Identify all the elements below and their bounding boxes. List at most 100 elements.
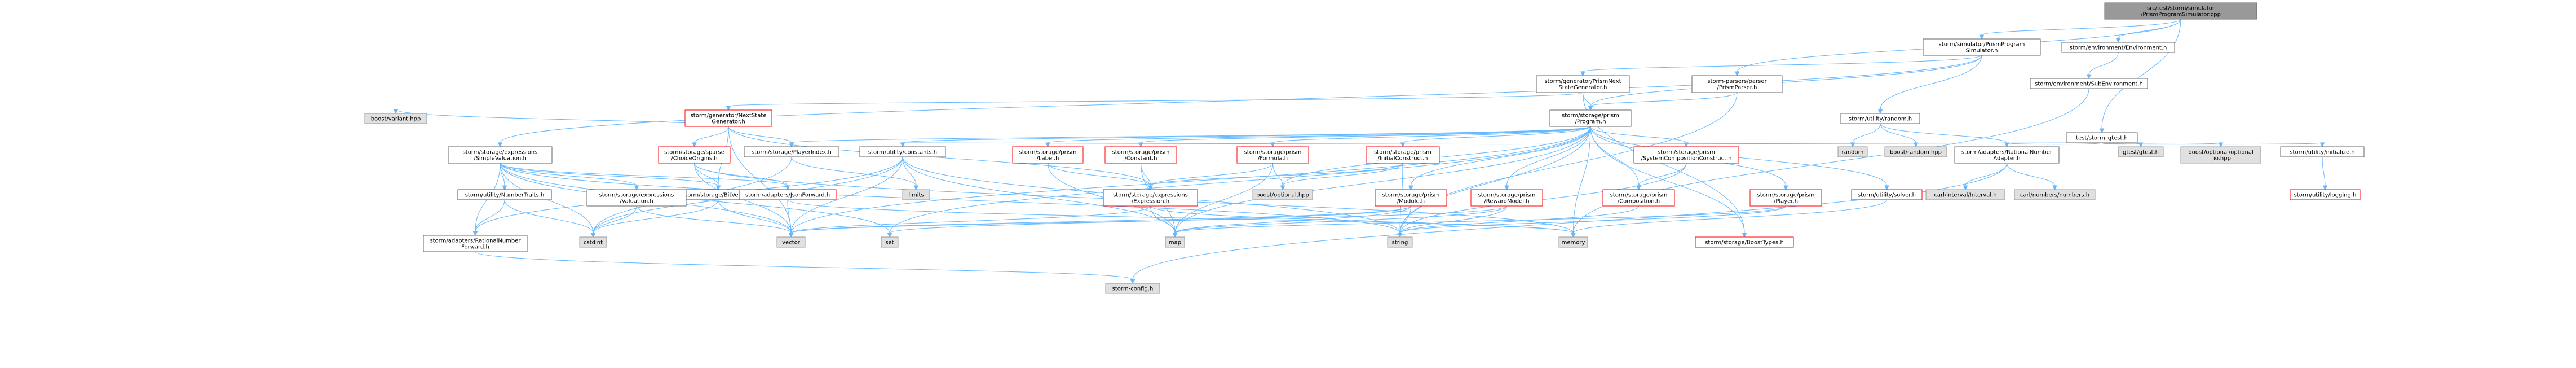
edge-initconstruct-to-boostoptional: [1280, 163, 1403, 191]
edge-pparser-to-program: [1588, 92, 1738, 111]
node-label: storm/adapters/JsonForward.h: [745, 192, 830, 199]
node-label: storm/utility/NumberTraits.h: [465, 192, 545, 199]
node-box: [1691, 75, 1783, 93]
node-label: cstdint: [584, 240, 603, 246]
edge-syscomp-to-composition: [1636, 163, 1687, 191]
node-label: string: [1392, 240, 1408, 246]
node-label: storm/storage/BoostTypes.h: [1705, 240, 1784, 246]
node-box: [2061, 42, 2175, 53]
edge-choiceorigins-to-jsonfwd: [694, 163, 790, 191]
edge-sim-to-simpleval: [497, 55, 1982, 148]
node-box: [457, 189, 552, 200]
node-box: [684, 109, 772, 127]
node-numtraits[interactable]: storm/utility/NumberTraits.h: [457, 189, 552, 200]
edge-program-to-constants: [900, 126, 1591, 148]
edge-expression-to-map: [1150, 205, 1178, 238]
edge-initialize-to-logging: [2322, 156, 2328, 191]
edge-gtest-to-initialize: [2101, 142, 2325, 148]
node-random[interactable]: storm/utility/random.h: [1840, 113, 1920, 124]
node-label: gtest/gtest.h: [2123, 150, 2159, 156]
node-jsonfwd[interactable]: storm/adapters/JsonForward.h: [739, 189, 837, 200]
node-box: [364, 113, 427, 124]
node-box: [776, 236, 806, 248]
node-syscomp[interactable]: storm/storage/prism/SystemCompositionCon…: [1633, 146, 1739, 164]
node-box: [1633, 146, 1739, 164]
node-box: [2180, 146, 2261, 164]
node-label: storm/storage/prism: [1374, 150, 1431, 156]
node-label: boost/optional.hpp: [1256, 192, 1309, 199]
node-box: [1923, 38, 2041, 56]
node-label: /Composition.h: [1618, 199, 1660, 205]
node-pconstant[interactable]: storm/storage/prism/Constant.h: [1104, 146, 1177, 164]
node-label: storm/generator/NextState: [691, 113, 767, 119]
edge-root-to-gtest: [2099, 19, 2181, 134]
node-initialize[interactable]: storm/utility/initialize.h: [2280, 146, 2365, 157]
node-player[interactable]: storm/storage/prism/Player.h: [1749, 189, 1822, 207]
node-label[interactable]: storm/storage/prism/Label.h: [1012, 146, 1084, 164]
node-label: storm/storage/prism: [1478, 192, 1536, 199]
edge-sim-to-pnsg: [1580, 55, 1982, 77]
edge-gtest-to-ratadapter: [2004, 142, 2102, 148]
node-label: carl/interval/Interval.h: [1934, 192, 1996, 199]
node-solver[interactable]: storm/utility/solver.h: [1851, 189, 1923, 200]
node-composition[interactable]: storm/storage/prism/Composition.h: [1602, 189, 1675, 207]
node-label: vector: [782, 240, 801, 246]
node-choiceorigins[interactable]: storm/storage/sparse/ChoiceOrigins.h: [658, 146, 731, 164]
node-initconstruct[interactable]: storm/storage/prism/InitialConstruct.h: [1366, 146, 1440, 164]
edge-choiceorigins-to-bitvector: [694, 163, 721, 191]
node-simpleval[interactable]: storm/storage/expressions/SimpleValuatio…: [448, 146, 553, 164]
node-root: src/test/storm/simulator/PrismProgramSim…: [2104, 2, 2257, 20]
node-rewardmodel[interactable]: storm/storage/prism/RewardModel.h: [1470, 189, 1543, 207]
node-set: set: [881, 236, 899, 248]
node-label: storm/utility/logging.h: [2294, 192, 2357, 199]
node-label: boost/variant.hpp: [371, 116, 421, 122]
edge-composition-to-string: [1397, 205, 1639, 238]
node-constants[interactable]: storm/utility/constants.h: [859, 146, 946, 157]
node-box: [579, 236, 607, 248]
node-cstdint: cstdint: [579, 236, 607, 248]
node-label: storm/storage/expressions: [599, 192, 674, 199]
node-gtest[interactable]: test/storm_gtest.h: [2066, 132, 2138, 143]
node-logging[interactable]: storm/utility/logging.h: [2290, 189, 2361, 200]
node-label: storm/storage/prism: [1382, 192, 1440, 199]
node-label: storm/storage/prism: [1019, 150, 1077, 156]
node-box: [2014, 189, 2096, 200]
node-box: [1536, 75, 1630, 93]
node-label: storm/environment/Environment.h: [2070, 45, 2167, 51]
node-bvariant: boost/variant.hpp: [364, 113, 427, 124]
edge-gtest-to-constants: [900, 142, 2102, 148]
node-formula[interactable]: storm/storage/prism/Formula.h: [1236, 146, 1309, 164]
edge-program-to-module: [1408, 126, 1591, 191]
node-valuation[interactable]: storm/storage/expressions/Valuation.h: [586, 189, 687, 207]
edge-program-to-label: [1045, 126, 1591, 148]
node-label: storm/utility/constants.h: [868, 150, 937, 156]
node-sim[interactable]: storm/simulator/PrismProgramSimulator.h: [1923, 38, 2041, 56]
edge-root-to-sim: [1979, 19, 2181, 40]
node-boosttypes[interactable]: storm/storage/BoostTypes.h: [1695, 236, 1794, 248]
edge-program-to-pconstant: [1138, 126, 1591, 148]
edge-numtraits-to-cstdint: [504, 199, 596, 238]
node-label: /PrismParser.h: [1717, 85, 1757, 91]
node-pnsg[interactable]: storm/generator/PrismNextStateGenerator.…: [1536, 75, 1630, 93]
edge-program-to-syscomp: [1590, 126, 1689, 148]
node-program[interactable]: storm/storage/prism/Program.h: [1549, 109, 1632, 127]
node-box: [586, 189, 687, 207]
node-pparser[interactable]: storm-parsers/parser/PrismParser.h: [1691, 75, 1783, 93]
node-box: [1925, 189, 2005, 200]
node-subenv[interactable]: storm/environment/SubEnvironment.h: [2030, 78, 2148, 89]
node-string: string: [1387, 236, 1413, 248]
node-box: [1012, 146, 1084, 164]
node-playerindex[interactable]: storm/storage/PlayerIndex.h: [744, 146, 839, 157]
node-module[interactable]: storm/storage/prism/Module.h: [1375, 189, 1447, 207]
node-label: storm/storage/prism: [1112, 150, 1170, 156]
node-label: storm/storage/prism: [1244, 150, 1302, 156]
node-expression[interactable]: storm/storage/expressions/Expression.h: [1103, 189, 1198, 207]
node-env[interactable]: storm/environment/Environment.h: [2061, 42, 2175, 53]
node-label: storm/storage/expressions: [1113, 192, 1188, 199]
edge-gtest-to-boostopt: [2101, 142, 2224, 148]
edge-player-to-string: [1397, 205, 1786, 238]
nodes-layer: src/test/storm/simulator/PrismProgramSim…: [364, 2, 2365, 294]
